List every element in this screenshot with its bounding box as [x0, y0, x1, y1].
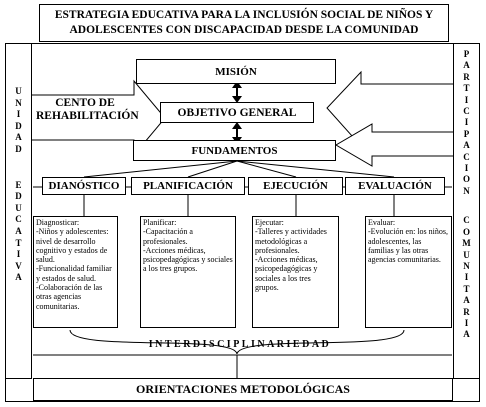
vertical-letter: N [463, 185, 470, 196]
vertical-letter: I [464, 272, 469, 283]
vertical-letter: C [463, 215, 470, 226]
vertical-letter: E [15, 179, 22, 190]
vertical-letter: A [15, 132, 22, 143]
vertical-letter: U [463, 249, 470, 260]
vertical-letter: A [15, 272, 22, 283]
vertical-letter: I [464, 117, 469, 128]
vertical-letter: D [15, 120, 22, 131]
stage-ejecucion: EJECUCIÓN [248, 177, 343, 195]
vertical-letter: U [15, 86, 22, 96]
vertical-letter: R [463, 71, 470, 82]
vertical-letter: V [15, 260, 22, 271]
vertical-letter: A [15, 225, 22, 236]
vertical-letter: N [463, 260, 470, 271]
vertical-letter: I [16, 109, 21, 120]
detail-diagnostico: Diagnosticar: -Niños y adolescentes: niv… [33, 216, 118, 328]
vertical-letter: T [463, 83, 470, 94]
mision-box: MISIÓN [136, 59, 336, 84]
interdisciplinariedad-bracket [69, 329, 405, 355]
stage-planificacion: PLANIFICACIÓN [131, 177, 245, 195]
vertical-letter: I [464, 317, 469, 328]
vertical-letter: I [16, 249, 21, 260]
stage-to-detail-lines [83, 195, 395, 216]
stage-evaluacion: EVALUACIÓN [345, 177, 445, 195]
vertical-letter: T [463, 283, 470, 294]
vertical-letter: P [463, 128, 470, 139]
fundamentos-box: FUNDAMENTOS [133, 140, 336, 161]
double-arrow-mision-objetivo [232, 81, 242, 103]
interdisciplinariedad-label: INTERDISCIPLINARIEDAD [148, 338, 332, 350]
vertical-letter: C [463, 106, 470, 117]
detail-ejecucion: Ejecutar: -Talleres y actividades metodo… [252, 216, 339, 328]
vertical-letter: A [463, 60, 470, 71]
vertical-letter: O [462, 174, 470, 185]
detail-planificacion: Planificar: -Capacitación a profesionale… [140, 216, 236, 328]
left-big-arrow [30, 79, 166, 157]
vertical-letter: N [15, 97, 22, 108]
vertical-letter: I [464, 94, 469, 105]
vertical-letter: M [462, 238, 471, 249]
centro-rehabilitacion-line1: CENTO DE [55, 97, 115, 109]
detail-evaluacion: Evaluar: -Evolución en: los niños, adole… [365, 216, 452, 328]
vertical-letter: D [15, 191, 22, 202]
orientaciones-metodologicas-box: ORIENTACIONES METODOLÓGICAS [33, 378, 453, 401]
vertical-letter: R [463, 306, 470, 317]
vertical-letter: C [463, 151, 470, 162]
vertical-letter: A [463, 140, 470, 151]
centro-rehabilitacion-line2: REHABILITACIÓN [36, 110, 139, 122]
right-arrow-lower [335, 123, 458, 167]
vertical-letter: A [463, 295, 470, 306]
centro-rehabilitacion-label: CENTO DE REHABILITACIÓN [36, 97, 139, 123]
vertical-letter: T [15, 237, 22, 248]
vertical-letter: D [15, 143, 22, 154]
diagram-title: ESTRATEGIA EDUCATIVA PARA LA INCLUSIÓN S… [39, 4, 449, 42]
vertical-letter: I [464, 163, 469, 174]
vertical-letter: U [15, 202, 22, 213]
vertical-letter: P [463, 49, 470, 59]
vertical-letter: A [463, 329, 470, 340]
vertical-letter: C [15, 214, 22, 225]
stage-diagnostico: DIANÓSTICO [42, 177, 126, 195]
vertical-letter: O [462, 226, 470, 237]
diagram-title-line2: ADOLESCENTES CON DISCAPACIDAD DESDE LA C… [69, 24, 419, 36]
objetivo-general-box: OBJETIVO GENERAL [160, 102, 314, 123]
fan-lines [83, 160, 395, 178]
diagram-title-line1: ESTRATEGIA EDUCATIVA PARA LA INCLUSIÓN S… [54, 9, 434, 21]
